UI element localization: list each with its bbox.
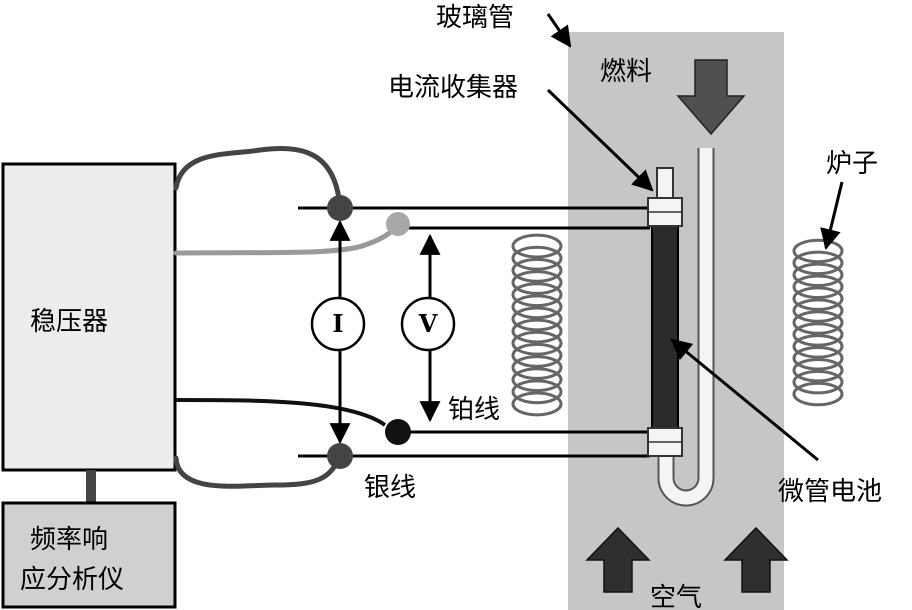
silver-wire-label: 银线: [364, 473, 416, 503]
coil-turn: [511, 282, 563, 308]
coil-turn: [792, 357, 844, 383]
fuel-arrow-icon: [676, 59, 746, 136]
coil-turn: [511, 245, 563, 271]
bottom-black-wire: [175, 398, 387, 427]
coil-turn: [511, 367, 563, 393]
coil-turn: [792, 298, 844, 323]
coil-turn: [511, 330, 563, 356]
fra-box: [1, 501, 177, 609]
bottom-dark-wire-loop: [173, 453, 343, 489]
top-grey-wire: [173, 221, 401, 256]
coil-turn: [792, 286, 844, 311]
current-collector-pointer: [546, 88, 654, 192]
coil-turn: [792, 238, 844, 264]
coil-turn: [792, 322, 844, 347]
fuel-label: 燃料: [600, 57, 652, 87]
junction-bottom-black: [385, 419, 411, 445]
furnace-coil-left: [511, 233, 563, 417]
coil-turn: [792, 334, 844, 359]
potentiostat-label: 稳压器: [30, 307, 108, 337]
junction-top-dark: [327, 195, 353, 221]
fra-label-line2: 应分析仪: [20, 565, 124, 595]
coil-turn: [511, 257, 563, 283]
glass-tube-label: 玻璃管: [436, 3, 514, 33]
current-meter: [310, 296, 366, 352]
microtube-cell-label: 微管电池: [778, 477, 882, 507]
coil-turn: [511, 318, 563, 344]
microtube-cell: [651, 221, 679, 433]
current-meter-label: I: [332, 309, 343, 338]
coil-turn: [511, 355, 563, 380]
junction-bottom-dark: [327, 443, 353, 469]
coil-turn: [792, 250, 844, 276]
current-collector-pin: [656, 167, 674, 201]
fra-connector: [86, 470, 96, 503]
coil-turn: [511, 294, 563, 320]
coil-turn: [792, 262, 844, 288]
glass-tube-pointer: [546, 13, 572, 48]
fra-label-line1: 频率响: [30, 525, 108, 555]
coil-turn: [511, 306, 563, 332]
junction-top-grey: [386, 212, 410, 236]
furnace-label: 炉子: [826, 149, 878, 179]
microtube-cell-pointer: [670, 338, 819, 462]
coil-turn: [511, 379, 563, 405]
voltage-meter-label: V: [418, 309, 438, 338]
platinum-wire-label: 铂线: [448, 395, 500, 425]
fuel-feed-tube-inner: [659, 148, 713, 505]
furnace-coil-right: [792, 238, 844, 407]
air-arrow-right-icon: [723, 526, 789, 593]
coil-turn: [511, 342, 563, 368]
coil-turn: [511, 391, 563, 417]
coil-turn: [792, 346, 844, 371]
current-collector-label: 电流收集器: [388, 73, 518, 103]
air-label: 空气: [650, 583, 702, 610]
coil-turn: [511, 270, 563, 295]
furnace-pointer: [820, 181, 844, 251]
voltage-meter: [400, 296, 456, 352]
coil-turn: [792, 274, 844, 299]
coil-turn: [511, 233, 563, 259]
coil-turn: [792, 310, 844, 335]
coil-turn: [792, 369, 844, 395]
air-arrow-left-icon: [585, 526, 651, 593]
coil-turn: [792, 381, 844, 407]
potentiostat-box: [1, 162, 177, 472]
top-dark-wire-loop: [173, 146, 343, 210]
